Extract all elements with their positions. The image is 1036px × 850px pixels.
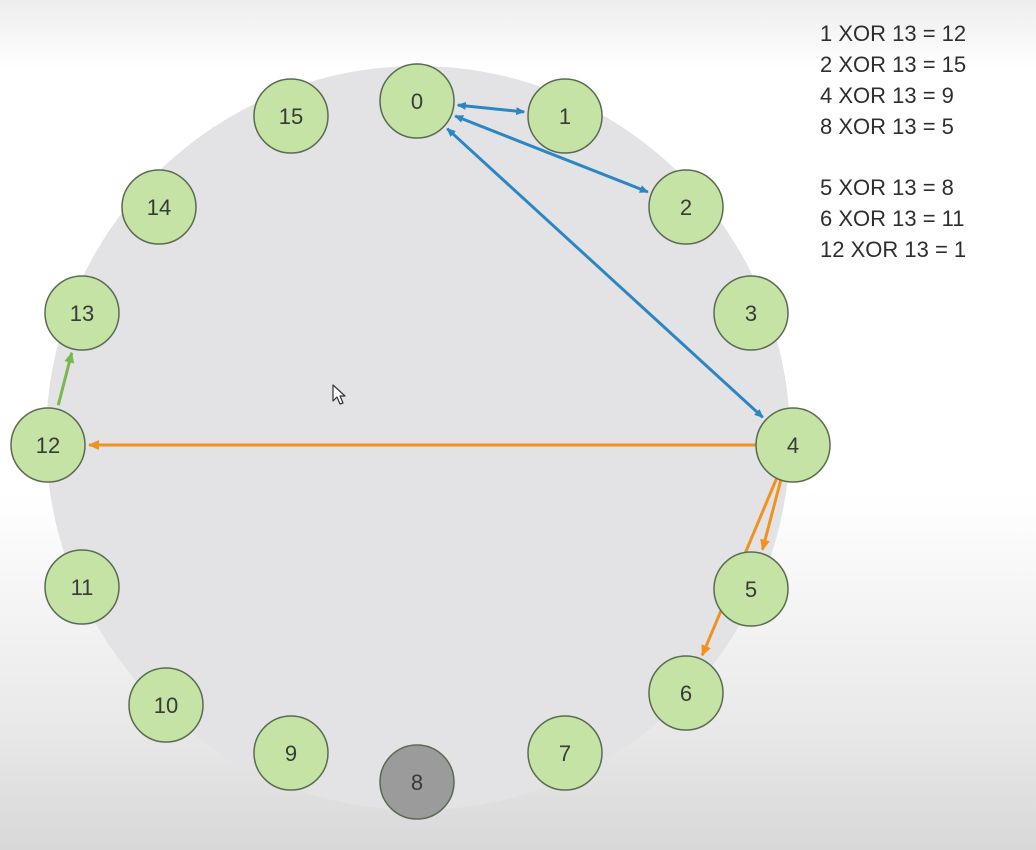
node-circle [44, 275, 120, 351]
node-label: 12 [36, 433, 60, 458]
node-3: 3 [713, 275, 789, 351]
node-circle [253, 715, 329, 791]
node-circle [527, 715, 603, 791]
node-0: 0 [379, 63, 455, 139]
equation-line: 5 XOR 13 = 8 [820, 175, 954, 200]
edge-0-to-1 [456, 101, 526, 116]
edges-layer [56, 101, 783, 657]
node-circle [713, 551, 789, 627]
node-11: 11 [44, 549, 120, 625]
node-6: 6 [648, 655, 724, 731]
equation-line: 6 XOR 13 = 11 [820, 206, 965, 231]
node-7: 7 [527, 715, 603, 791]
node-8: 8 [379, 744, 455, 820]
node-label: 15 [279, 104, 303, 129]
node-circle [128, 667, 204, 743]
mouse-pointer-icon [332, 384, 346, 405]
node-circle [121, 169, 197, 245]
node-label: 11 [71, 575, 94, 600]
node-label: 13 [70, 301, 94, 326]
edge-4-to-5 [760, 478, 783, 551]
node-4: 4 [755, 407, 831, 483]
node-circle [527, 78, 603, 154]
node-10: 10 [128, 667, 204, 743]
node-label: 4 [787, 433, 799, 458]
node-circle [755, 407, 831, 483]
equation-line: 2 XOR 13 = 15 [820, 52, 967, 77]
node-circle [713, 275, 789, 351]
node-circle [44, 549, 120, 625]
edge-12-to-13 [56, 351, 75, 406]
node-circle [10, 407, 86, 483]
node-label: 2 [680, 195, 692, 220]
node-12: 12 [10, 407, 86, 483]
node-label: 1 [559, 104, 571, 129]
node-13: 13 [44, 275, 120, 351]
node-circle [648, 655, 724, 731]
node-label: 3 [745, 301, 757, 326]
node-2: 2 [648, 169, 724, 245]
node-label: 5 [745, 577, 757, 602]
node-1: 1 [527, 78, 603, 154]
node-circle [379, 744, 455, 820]
node-label: 14 [147, 195, 171, 220]
node-circle [253, 78, 329, 154]
node-label: 6 [680, 681, 692, 706]
edge-0-to-4 [446, 127, 764, 419]
equation-line: 12 XOR 13 = 1 [820, 237, 967, 262]
node-14: 14 [121, 169, 197, 245]
node-circle [379, 63, 455, 139]
node-circle [648, 169, 724, 245]
node-label: 10 [154, 693, 178, 718]
xor-equations: 1 XOR 13 = 12 2 XOR 13 = 15 4 XOR 13 = 9… [820, 18, 966, 265]
equation-line: 4 XOR 13 = 9 [820, 83, 954, 108]
node-label: 9 [285, 741, 297, 766]
node-label: 0 [411, 89, 423, 114]
equation-line: 8 XOR 13 = 5 [820, 114, 954, 139]
node-label: 8 [411, 770, 423, 795]
node-5: 5 [713, 551, 789, 627]
node-9: 9 [253, 715, 329, 791]
node-15: 15 [253, 78, 329, 154]
node-label: 7 [559, 741, 571, 766]
equation-line: 1 XOR 13 = 12 [820, 21, 967, 46]
